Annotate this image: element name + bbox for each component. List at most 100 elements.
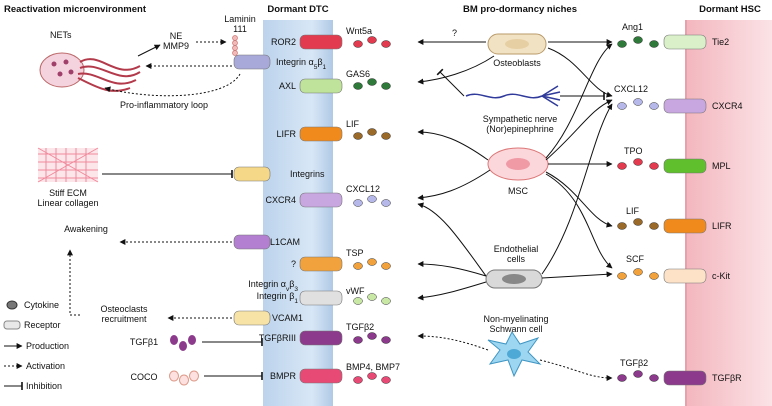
receptor-tsp-receptor [299,256,343,272]
cytokine-tgfb2-dtc [353,336,363,344]
header-reactivation: Reactivation microenvironment [4,4,147,15]
arrow-endo-to-cxcl12 [417,202,487,277]
cytokine-gas6 [367,78,377,86]
legend-activation: Activation [26,361,65,371]
schwann-label-1: Non-myelinating [483,314,548,324]
receptor-cxcr4-hsc [663,98,707,114]
legend-receptor-icon [3,320,21,330]
arrow-endo-to-scf [541,271,613,279]
arrow-endo-to-cxcl12-hsc [541,103,613,275]
norepinephrine-label: (Nor)epinephrine [486,124,554,134]
arrow-nets-to-ne [137,44,161,57]
receptor-integrins-label: Integrins [290,169,325,179]
cytokine-cxcl12-hsc [617,102,627,110]
tgfb1-label: TGFβ1 [130,337,158,347]
cytokine-bmp [367,372,377,380]
stiff-ecm-icon [37,147,99,183]
cells-label: cells [507,254,526,264]
cytokine-lif-dtc [367,128,377,136]
cytokine-tsp [367,258,377,266]
legend: Cytokine Receptor Production Activation … [3,300,69,391]
cytokine-cxcl12-hsc [649,102,659,110]
receptor-axl [299,78,343,94]
endothelial-label: Endothelial [494,244,539,254]
pro-inflammatory-label: Pro-inflammatory loop [120,100,208,110]
receptor-mpl-label: MPL [712,161,731,171]
cytokine-tsp [381,262,391,270]
receptor-integrin-a5b1-label: Integrin α5β1 [276,57,327,71]
nets-label: NETs [50,30,72,40]
legend-cytokine: Cytokine [24,300,59,310]
integrin-b1-label: Integrin β1 [257,291,299,305]
sympathetic-nerve-label: Sympathetic nerve [483,114,558,124]
cytokine-tgfb2-hsc [617,374,627,382]
cytokine-tpo [633,158,643,166]
nets-illustration [39,52,141,92]
arrow-nerve-inhibit-gas6 [436,68,465,97]
cytokine-scf [633,268,643,276]
bmp-label: BMP4, BMP7 [346,362,400,372]
stiff-ecm-label: Stiff ECM [49,188,87,198]
receptor-vcam1 [233,310,271,326]
tsp-label: TSP [346,248,364,258]
cytokine-bmp [381,376,391,384]
vwf-label: vWF [346,286,365,296]
arrow-msc-to-scf [545,173,613,269]
receptor-cxcr4-hsc-label: CXCR4 [712,101,743,111]
receptor-ckit [663,268,707,284]
receptor-ror2-label: ROR2 [271,37,296,47]
legend-receptor: Receptor [24,320,61,330]
cytokine-tpo [617,162,627,170]
cytokine-ang1 [633,36,643,44]
receptor-integrin-avb3 [299,290,343,306]
cytokine-gas6 [353,82,363,90]
cytokine-cxcl12-dtc [353,199,363,207]
arrow-endo-to-vwf [417,281,487,301]
receptor-vcam1-label: VCAM1 [272,313,303,323]
receptor-cxcr4-label: CXCR4 [265,195,296,205]
header-dormant-dtc: Dormant DTC [267,4,328,15]
coco-label: COCO [131,372,158,382]
arrow-schwann-to-tgfb2-hsc [539,359,613,381]
cytokine-scf [649,272,659,280]
osteoblast-question: ? [452,28,457,38]
receptor-lifr [299,126,343,142]
cytokine-lif-dtc [381,132,391,140]
header-bm-niches: BM pro-dormancy niches [463,4,577,15]
receptor-bmpr [299,368,343,384]
cytokine-gas6 [381,82,391,90]
cytokine-vwf [367,293,377,301]
laminin-111-label: 111 [233,24,247,34]
lif-dtc-label: LIF [346,119,360,129]
legend-cytokine-icon [6,300,18,310]
recruitment-label: recruitment [101,314,147,324]
receptor-tgfbriii-label: TGFβRIII [259,333,296,343]
cytokine-tgfb2-dtc [381,336,391,344]
msc-cell [487,147,549,181]
arrow-msc-to-ang1 [545,43,613,159]
arrow-msc-to-lif-hsc [545,171,613,228]
wnt5a-label: Wnt5a [346,26,372,36]
arrow-osteoblast-to-cxcl12-hsc [547,47,613,98]
cytokine-ang1 [649,40,659,48]
cytokine-lif-hsc [649,222,659,230]
endothelial-cell [485,269,543,289]
linear-collagen-label: Linear collagen [37,198,98,208]
tpo-label: TPO [624,146,643,156]
tgfb1-cytokines [170,335,196,351]
schwann-cell [487,331,542,378]
cxcl12-hsc-label: CXCL12 [614,84,648,94]
arrow-osteoblast-to-gas6 [417,55,495,85]
tgfb2-hsc-label: TGFβ2 [620,358,648,368]
cytokine-cxcl12-hsc [633,98,643,106]
cxcl12-dtc-label: CXCL12 [346,184,380,194]
receptor-tsp-receptor-label: ? [291,259,296,269]
msc-label: MSC [508,186,529,196]
ang1-label: Ang1 [622,22,643,32]
cytokine-wnt5a [353,40,363,48]
receptor-l1cam-label: L1CAM [270,237,300,247]
receptor-cxcr4 [299,192,343,208]
osteoblast-cell [487,33,547,55]
arrow-msc-to-cxcl12 [417,169,491,201]
